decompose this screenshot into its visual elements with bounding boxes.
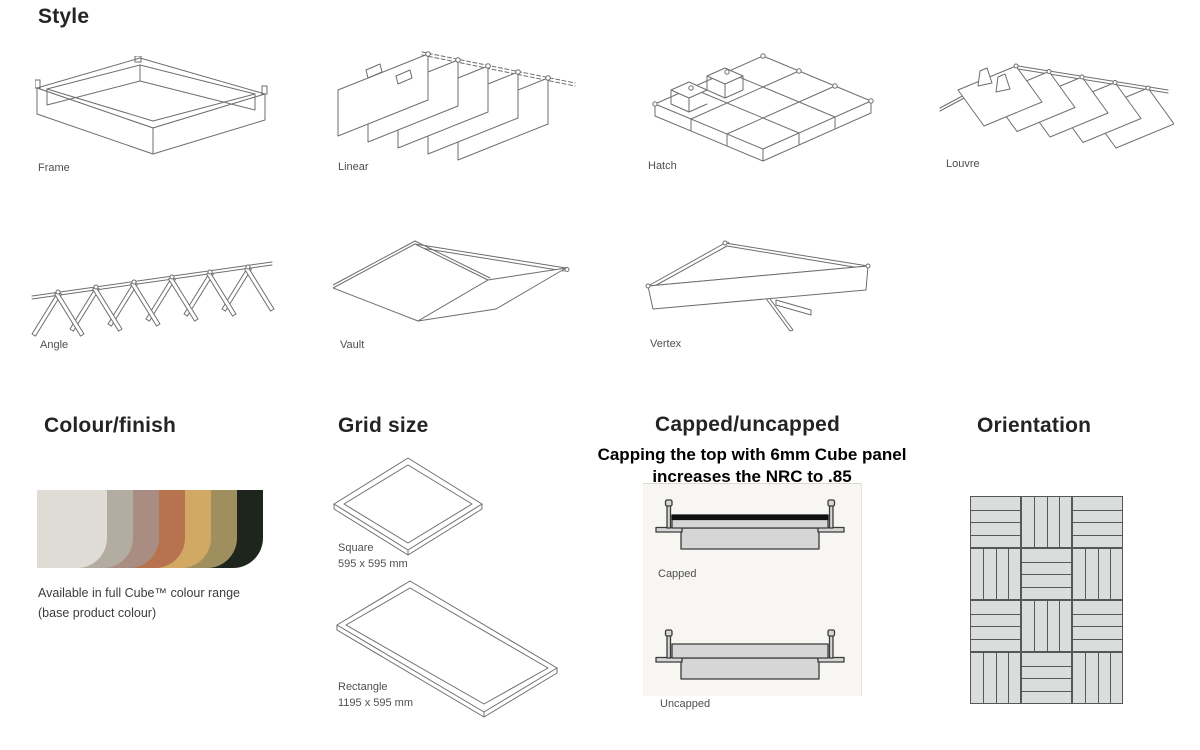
- uncapped-diagram: [655, 628, 845, 684]
- capping-note-line1: Capping the top with 6mm Cube panel: [597, 445, 907, 464]
- grid-option-rectangle-label: Rectangle: [338, 681, 388, 693]
- grid-option-square-label: Square: [338, 542, 374, 554]
- style-label-vault: Vault: [340, 339, 365, 351]
- style-label-linear: Linear: [338, 161, 369, 173]
- louvre-style-illustration: [936, 53, 1174, 163]
- grid-option-rectangle-dims: 1195 x 595 mm: [338, 697, 414, 709]
- style-label-louvre: Louvre: [946, 158, 980, 170]
- capping-note-line2: increases the NRC to .85: [652, 467, 852, 486]
- orientation-tile: [1072, 652, 1123, 704]
- linear-style-illustration: [330, 50, 580, 162]
- orientation-tile: [1072, 548, 1123, 600]
- colour-caption-line1: Available in full Cube™ colour range: [38, 586, 240, 600]
- uncapped-label: Uncapped: [660, 698, 711, 710]
- orientation-tile: [1021, 652, 1072, 704]
- orientation-tile: [970, 600, 1021, 652]
- capped-uncapped-heading: Capped/uncapped: [655, 413, 841, 436]
- style-label-frame: Frame: [38, 162, 70, 174]
- orientation-tile: [1072, 496, 1123, 548]
- style-label-angle: Angle: [40, 339, 69, 351]
- rectangle-panel-illustration: [333, 577, 565, 719]
- orientation-heading: Orientation: [977, 414, 1092, 437]
- colour-swatch-0: [37, 490, 107, 568]
- orientation-tile: [970, 548, 1021, 600]
- vertex-style-illustration: [643, 238, 883, 338]
- style-heading: Style: [38, 5, 90, 28]
- capped-diagram: [655, 498, 845, 554]
- grid-option-square-dims: 595 x 595 mm: [338, 558, 408, 570]
- orientation-tile: [1021, 548, 1072, 600]
- orientation-tile: [1021, 496, 1072, 548]
- capping-note: Capping the top with 6mm Cube panel incr…: [592, 444, 912, 488]
- orientation-tile: [970, 652, 1021, 704]
- orientation-tile: [1072, 600, 1123, 652]
- hatch-style-illustration: [643, 50, 885, 162]
- colour-swatches: [37, 490, 263, 568]
- colour-caption-line2: (base product colour): [38, 606, 157, 620]
- capped-label: Capped: [658, 568, 697, 580]
- vault-style-illustration: [333, 238, 578, 333]
- style-label-hatch: Hatch: [648, 160, 677, 172]
- grid-size-heading: Grid size: [338, 414, 429, 437]
- orientation-tile: [1021, 600, 1072, 652]
- frame-style-illustration: [35, 56, 270, 158]
- square-panel-illustration: [333, 456, 485, 557]
- angle-style-illustration: [28, 236, 276, 338]
- style-label-vertex: Vertex: [650, 338, 682, 350]
- orientation-grid: [970, 496, 1123, 704]
- colour-finish-heading: Colour/finish: [44, 414, 177, 437]
- orientation-tile: [970, 496, 1021, 548]
